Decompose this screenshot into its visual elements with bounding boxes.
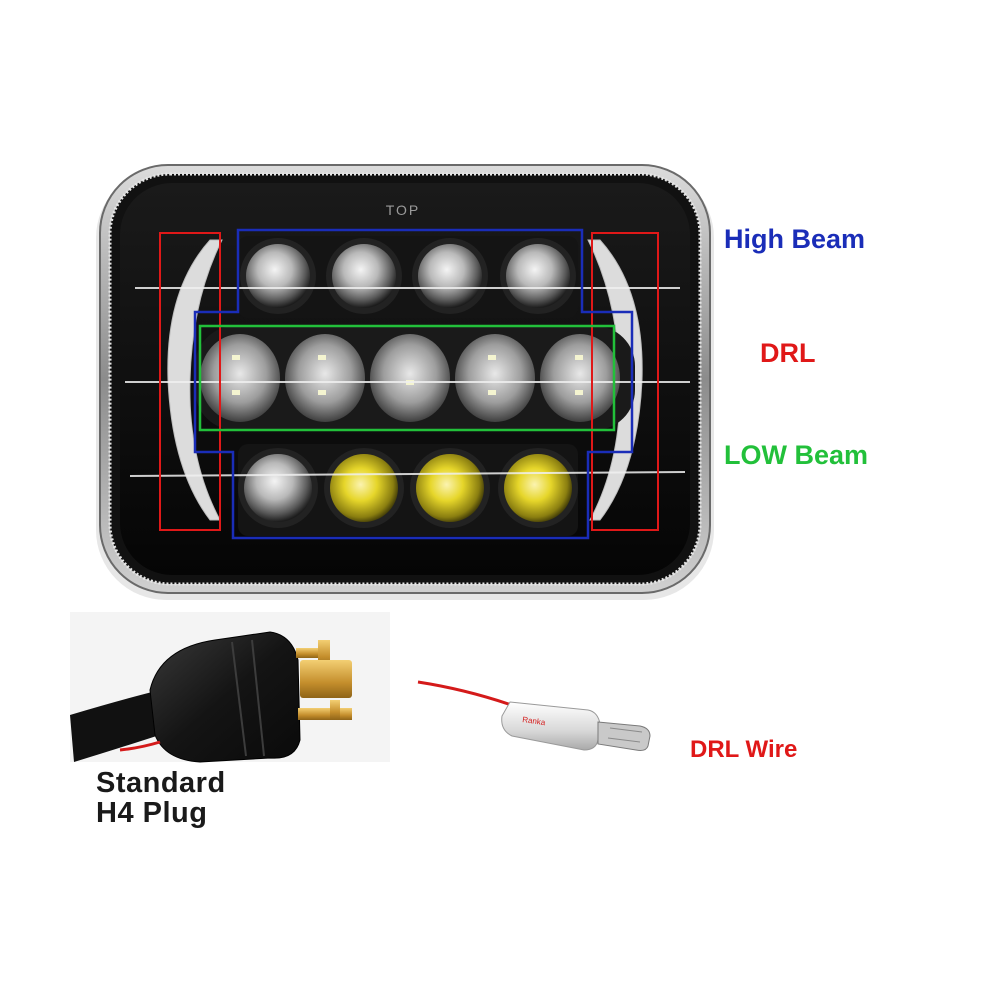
drl-outline: [159, 232, 659, 531]
drl-wire-cable: [417, 680, 521, 710]
drl-cup: [370, 334, 450, 422]
drl-cup: [540, 334, 620, 422]
drl-wire-sleeve: [501, 701, 601, 751]
svg-text:Ranka: Ranka: [522, 715, 547, 727]
high-beam-lens-row: [238, 236, 578, 318]
low-beam-label: LOW Beam: [724, 440, 869, 470]
top-marking: TOP: [386, 202, 421, 218]
drl-lens-row: [195, 326, 635, 430]
low-beam-lens-row: [238, 444, 578, 536]
drl-wire-terminal: [597, 721, 651, 751]
high-beam-label: High Beam: [724, 224, 866, 254]
plug-caption: Standard H4 Plug: [96, 768, 226, 828]
plug-terminals: [296, 640, 352, 720]
drl-cup: [285, 334, 365, 422]
plug-caption-line-2: H4 Plug: [96, 797, 208, 829]
headlight: TOP: [96, 164, 714, 600]
plug-cable: [70, 690, 175, 762]
plug-caption-line-1: Standard: [96, 767, 226, 799]
drl-cup: [455, 334, 535, 422]
drl-cup: [200, 334, 280, 422]
h4-plug: [70, 612, 390, 763]
drl-wire: Ranka: [417, 680, 651, 751]
high-beam-outline: [193, 228, 634, 540]
plug-body: [149, 631, 301, 763]
drl-label: DRL: [760, 338, 816, 368]
drl-wire-label: DRL Wire: [690, 736, 798, 763]
low-beam-outline: [198, 324, 616, 432]
